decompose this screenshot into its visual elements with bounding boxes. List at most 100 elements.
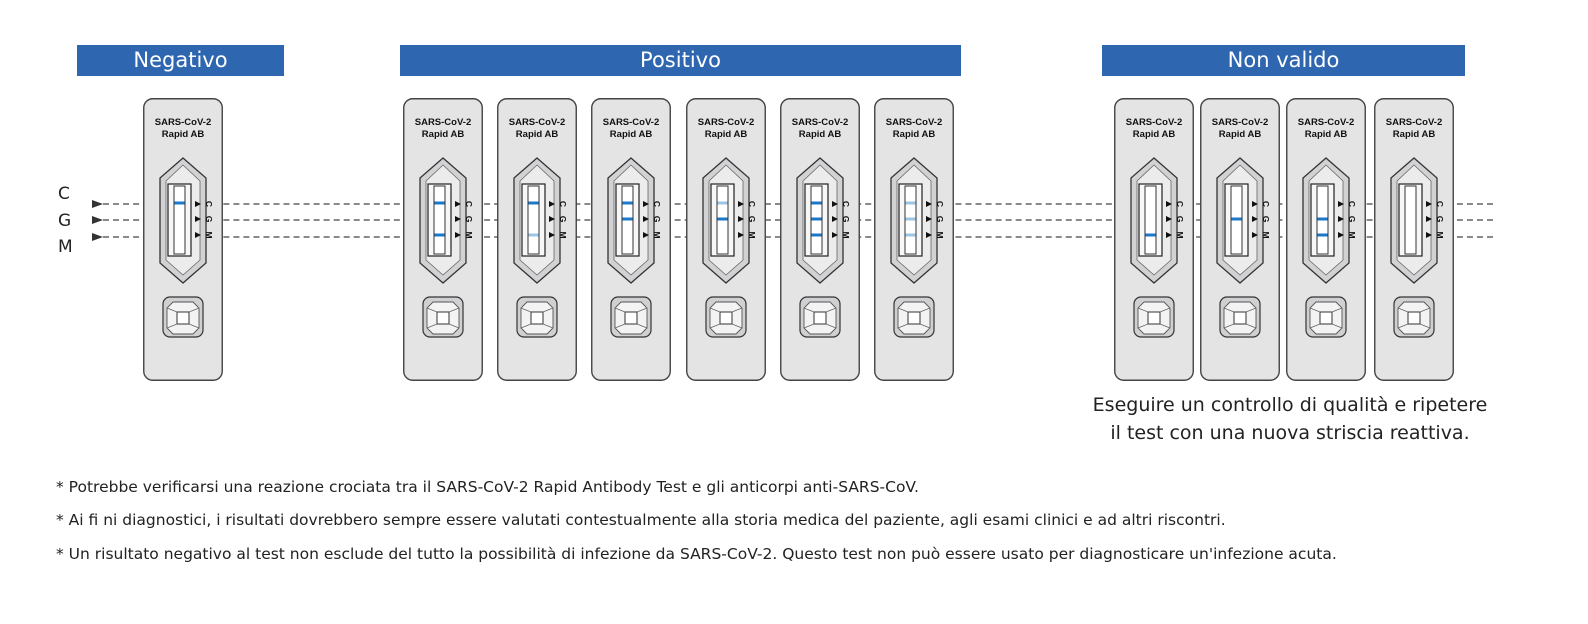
window-label-c: C [558,201,568,207]
window-label-c: C [841,201,851,207]
result-line-c [174,201,185,205]
window-label-g: G [1175,216,1185,223]
window-label-g: G [1435,216,1445,223]
header-negativo: Negativo [77,45,284,76]
result-line-m [528,233,539,237]
window-label-c: C [1175,201,1185,207]
result-line-g [1317,217,1328,221]
label-c: C [58,184,70,204]
window-label-m: M [1435,231,1445,238]
window-label-c: C [1261,201,1271,207]
strip-cassette: C G M [686,98,766,381]
brand-line-2: Rapid AB [515,129,559,140]
brand-line-1: SARS-CoV-2 [791,117,849,128]
brand-line-2: Rapid AB [1392,129,1436,140]
window-label-g: G [204,216,214,223]
result-line-g [811,217,822,221]
window-label-g: G [558,216,568,223]
window-label-m: M [1261,231,1271,238]
result-line-g [717,217,728,221]
result-line-m [434,233,445,237]
strip-cassette: C G M [874,98,954,381]
result-lines [174,201,185,205]
result-lines [434,201,445,237]
result-line-g [622,217,633,221]
strip-cassette: C G M [1374,98,1454,381]
window-label-c: C [1435,201,1445,207]
window-label-m: M [935,231,945,238]
label-m: M [58,237,73,257]
instruction-line-1: Eseguire un controllo di qualità e ripet… [1092,394,1488,416]
result-lines [528,201,539,237]
result-lines [811,201,822,237]
brand-line-2: Rapid AB [1218,129,1262,140]
window-label-m: M [204,231,214,238]
result-lines [1231,217,1242,221]
window-label-m: M [558,231,568,238]
brand-line-2: Rapid AB [704,129,748,140]
result-lines [905,201,916,237]
strip-cassette: CGM [591,98,671,381]
result-line-g [905,217,916,221]
brand-line-1: SARS-CoV-2 [1211,117,1269,128]
result-lines [1317,217,1328,237]
strip-cassette: CGM [1286,98,1366,381]
brand-line-1: SARS-CoV-2 [1297,117,1355,128]
window-label-g: G [935,216,945,223]
result-line-c [528,201,539,205]
result-line-m [1145,233,1156,237]
result-line-c [622,201,633,205]
window-label-g: G [1261,216,1271,223]
window-label-m: M [747,231,757,238]
brand-line-2: Rapid AB [798,129,842,140]
pointer-arrow-m-icon [92,233,103,241]
pointer-arrow-g-icon [92,216,103,224]
window-label-g: G [1347,216,1357,223]
brand-line-2: Rapid AB [161,129,205,140]
header-non-valido: Non valido [1102,45,1465,76]
strip-cassette: C G M [1114,98,1194,381]
instruction-line-2: il test con una nuova striscia reattiva. [1110,422,1470,444]
window-label-c: C [1347,201,1357,207]
brand-line-2: Rapid AB [609,129,653,140]
brand-line-2: Rapid AB [1304,129,1348,140]
window-label-g: G [747,216,757,223]
window-label-m: M [464,231,474,238]
invalid-instruction: Eseguire un controllo di qualità e ripet… [1090,391,1490,447]
result-line-c [717,201,728,205]
window-label-m: M [652,231,662,238]
footnote-1: * Potrebbe verificarsi una reazione croc… [56,478,919,496]
brand-line-1: SARS-CoV-2 [154,117,212,128]
brand-line-1: SARS-CoV-2 [1385,117,1443,128]
window-label-c: C [464,201,474,207]
brand-line-2: Rapid AB [892,129,936,140]
window-label-c: C [204,201,214,207]
window-label-g: G [841,216,851,223]
result-lines [1145,233,1156,237]
window-label-m: M [841,231,851,238]
window-label-c: C [747,201,757,207]
brand-line-1: SARS-CoV-2 [697,117,755,128]
window-label-m: M [1175,231,1185,238]
window-label-c: C [935,201,945,207]
result-line-g [1231,217,1242,221]
brand-line-1: SARS-CoV-2 [414,117,472,128]
window-label-c: C [652,201,662,207]
pointer-arrow-c-icon [92,200,103,208]
result-lines [622,201,633,221]
result-line-c [434,201,445,205]
